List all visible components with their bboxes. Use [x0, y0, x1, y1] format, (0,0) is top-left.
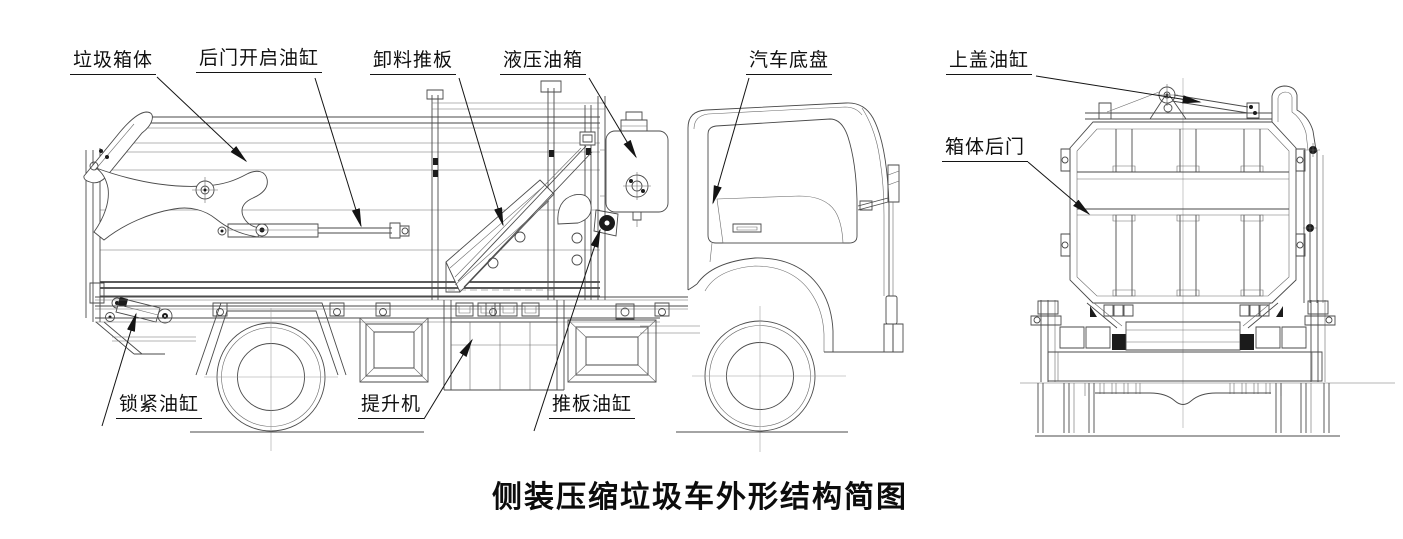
rear-box-shell [1070, 103, 1296, 303]
door-hinges [1061, 149, 1305, 256]
side-hopper-profile [1272, 86, 1323, 303]
label-push-plate-cylinder: 推板油缸 [549, 394, 636, 419]
toolbox-left [360, 318, 428, 382]
chassis-clamps [213, 303, 669, 316]
lifter-mechanism [444, 300, 564, 390]
side-mirror [858, 165, 899, 296]
locking-cylinder [106, 297, 173, 323]
leader-rear-door-opening-cylinder [315, 78, 361, 228]
rear-subframe [1020, 300, 1395, 383]
rear-door-frame [84, 112, 165, 354]
rear-mudguard [196, 303, 346, 375]
cab [688, 103, 903, 352]
hydraulic-oil-tank [600, 112, 668, 227]
toolbox-right [568, 320, 656, 382]
leader-locking-cylinder [102, 312, 136, 426]
bin-lifter-arm [94, 168, 268, 240]
garbage-box-body [100, 117, 600, 296]
front-wheel [692, 306, 846, 452]
leader-hydraulic-oil-tank [589, 78, 637, 159]
push-plate-cylinder [455, 132, 618, 287]
label-hydraulic-oil-tank: 液压油箱 [500, 50, 587, 75]
chassis-rails [95, 297, 700, 341]
leader-vehicle-chassis [713, 78, 749, 205]
label-garbage-box: 垃圾箱体 [70, 50, 157, 75]
callout-leaders [102, 76, 1202, 431]
label-box-rear-door: 箱体后门 [942, 137, 1029, 162]
label-unloading-push-plate: 卸料推板 [370, 50, 457, 75]
leader-unloading-push-plate [459, 78, 503, 227]
rear-wheels [1038, 383, 1329, 433]
leader-lifter [424, 338, 473, 419]
rear-door-ribs [1077, 129, 1289, 296]
rear-wheel [204, 308, 338, 451]
label-lifter: 提升机 [358, 394, 425, 419]
top-cover-cylinder-mechanism [1107, 84, 1259, 119]
rear-door-opening-cylinder [218, 223, 409, 238]
rear-axle [1085, 383, 1281, 405]
label-top-cover-cylinder: 上盖油缸 [946, 50, 1033, 75]
leader-top-cover-cylinder [1036, 76, 1202, 104]
rear-view [1020, 78, 1395, 436]
label-locking-cylinder: 锁紧油缸 [116, 394, 203, 419]
label-vehicle-chassis: 汽车底盘 [746, 50, 833, 75]
leader-garbage-box [157, 77, 248, 163]
side-view [84, 81, 903, 452]
leader-push-plate-cylinder [534, 228, 601, 431]
leader-box-rear-door [1028, 162, 1091, 216]
unloading-push-plate [446, 180, 582, 296]
label-rear-door-opening-cylinder: 后门开启油缸 [196, 48, 323, 73]
figure-caption: 侧装压缩垃圾车外形结构简图 [492, 481, 908, 514]
